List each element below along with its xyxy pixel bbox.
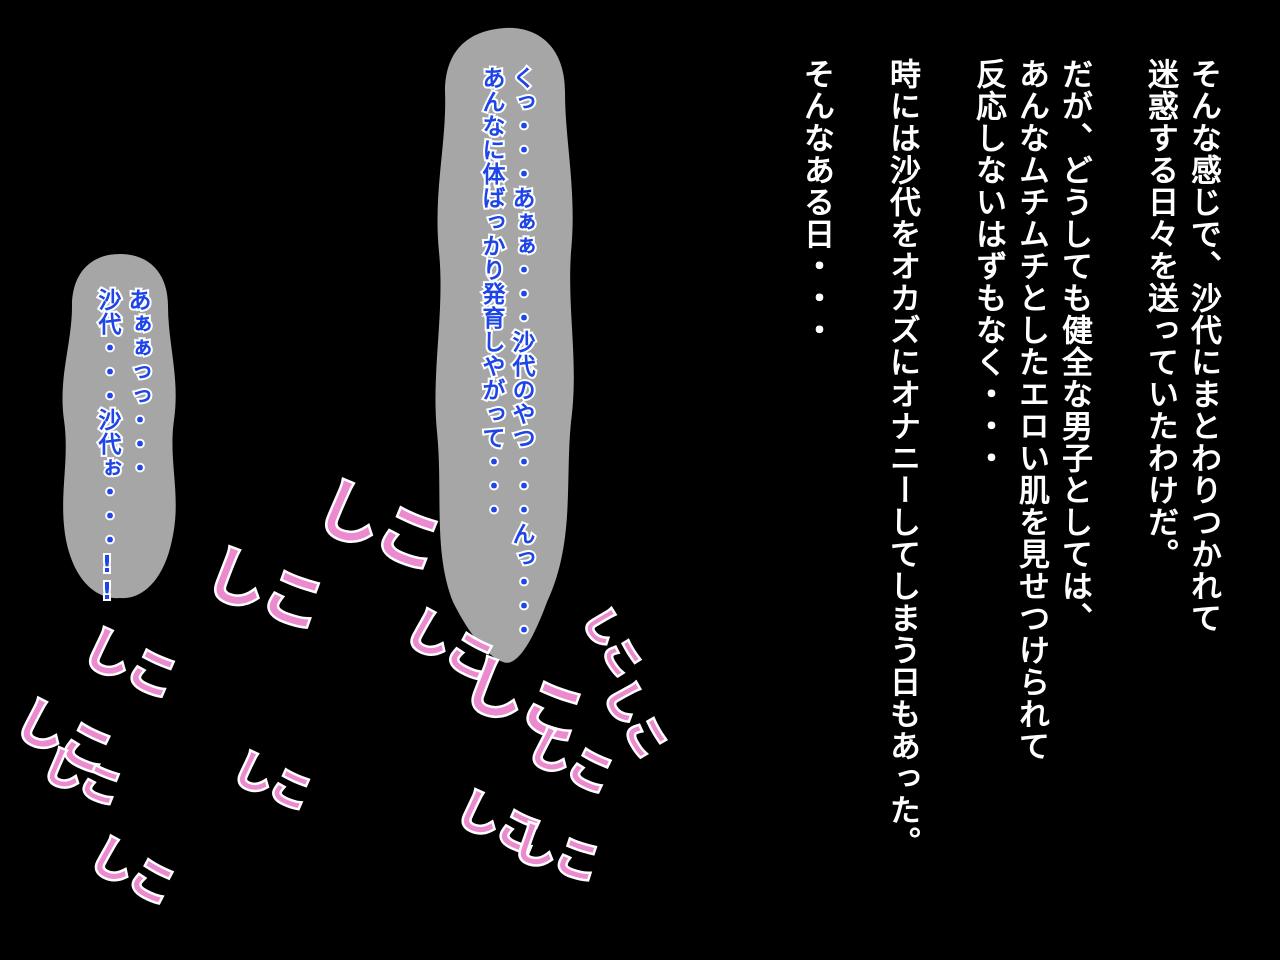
thought-bubble-small-shape [62, 254, 176, 599]
bubble-line: あぁぁっっ・・・ [122, 286, 152, 482]
narration-spacer [837, 58, 880, 858]
bubble-line: 沙代・・・沙代ぉ・・・!! [92, 286, 122, 608]
bubble-line: あんなに体ばっかり発育しやがって・・・ [476, 64, 506, 524]
sfx-shiko: しこ [72, 616, 187, 711]
narration-spacer [1095, 58, 1138, 858]
narration-line: だが、どうしても健全な男子としては、 [1056, 58, 1092, 634]
sfx-shiko: しこ [79, 826, 186, 917]
thought-bubble-small [62, 254, 176, 599]
bubble-line: くっ・・・あぁぁ・・・沙代のやつ・・・んっ・・・ [506, 64, 536, 644]
thought-bubble-large [435, 27, 574, 663]
sfx-shiko: しこ [224, 742, 321, 822]
bubble-large-text: くっ・・・あぁぁ・・・沙代のやつ・・・んっ・・・ あんなに体ばっかり発育しやがっ… [476, 64, 536, 644]
sfx-shiko: しこ [194, 534, 336, 646]
narration-spacer [923, 58, 966, 858]
narration-line: 反応しないはずもなく・・・ [970, 58, 1006, 474]
narration-line: そんな感じで、沙代にまとわりつかれて [1185, 58, 1221, 634]
sfx-shiko: しこ [34, 739, 130, 817]
narration-line: 迷惑する日々を送っていたわけだ。 [1142, 58, 1178, 570]
sfx-shiko: しこ [504, 813, 608, 894]
narration-text-block: そんな感じで、沙代にまとわりつかれて 迷惑する日々を送っていたわけだ。 だが、ど… [794, 58, 1224, 858]
narration-line: 時には沙代をオカズにオナニーしてしまう日もあった。 [884, 58, 920, 858]
sfx-shiko: しこ [572, 599, 650, 687]
sfx-shiko: しこ [517, 717, 623, 806]
bubble-small-text: あぁぁっっ・・・ 沙代・・・沙代ぉ・・・!! [92, 286, 152, 608]
narration-line: そんなある日・・・ [798, 58, 834, 346]
narration-line: あんなムチムチとしたエロい肌を見せつけられて [1013, 58, 1049, 762]
thought-bubble-large-shape [435, 27, 574, 663]
